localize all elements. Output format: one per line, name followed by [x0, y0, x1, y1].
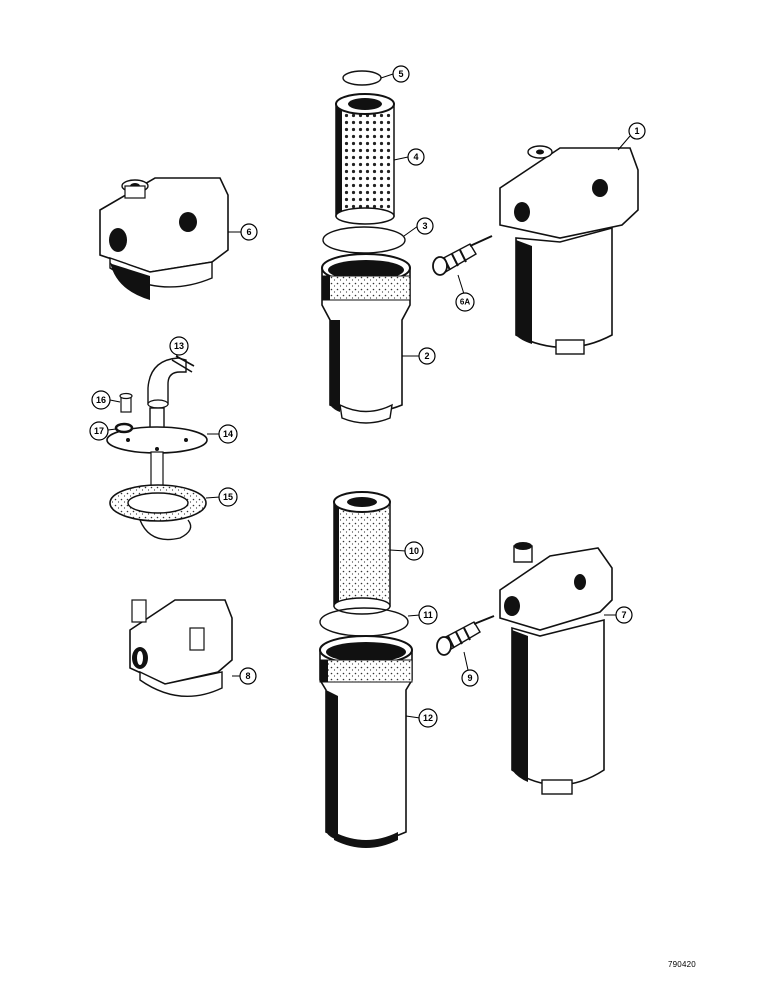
callout-label-15: 15: [223, 492, 233, 502]
callout-11: 11: [418, 605, 438, 625]
filter-head-6: [99, 177, 229, 300]
callout-15: 15: [218, 487, 238, 507]
callout-4: 4: [407, 148, 425, 166]
callout-label-17: 17: [94, 426, 104, 436]
filter-head-8: [129, 599, 233, 698]
filter-bowl-12: [319, 635, 413, 848]
callout-14: 14: [218, 424, 238, 444]
callout-6: 6: [240, 223, 258, 241]
callout-17: 17: [89, 421, 109, 441]
callout-7: 7: [615, 606, 633, 624]
gasket-15: [109, 484, 207, 541]
callout-label-6a: 6A: [460, 298, 470, 307]
callout-13: 13: [169, 336, 189, 356]
callout-label-3: 3: [422, 221, 427, 231]
relief-valve-9: [436, 615, 495, 656]
callout-16: 16: [91, 390, 111, 410]
callout-10: 10: [404, 541, 424, 561]
bolt-16: [119, 392, 133, 413]
lock-washer-17: [114, 422, 134, 434]
filter-element-10: [333, 491, 391, 615]
callout-label-14: 14: [223, 429, 233, 439]
callout-label-11: 11: [423, 610, 433, 620]
callout-12: 12: [418, 708, 438, 728]
filter-bowl-2: [321, 253, 411, 424]
callout-label-5: 5: [398, 69, 403, 79]
callout-label-7: 7: [621, 610, 626, 620]
figure-number: 790420: [668, 960, 696, 969]
callout-label-2: 2: [424, 351, 429, 361]
callout-label-1: 1: [634, 126, 639, 136]
callout-3: 3: [416, 217, 434, 235]
callout-label-8: 8: [245, 671, 250, 681]
elbow-fitting-13: [147, 355, 195, 409]
callout-label-10: 10: [409, 546, 419, 556]
callout-8: 8: [239, 667, 257, 685]
callout-label-6: 6: [246, 227, 251, 237]
relief-valve-6a: [432, 235, 493, 276]
flange-tube-14: [106, 407, 208, 499]
o-ring-3: [322, 226, 406, 254]
callout-label-9: 9: [467, 673, 472, 683]
filter-assembly-1: [499, 145, 639, 355]
o-ring-5: [342, 70, 382, 86]
callout-9: 9: [461, 669, 479, 687]
callout-5: 5: [392, 65, 410, 83]
callout-label-16: 16: [96, 395, 106, 405]
filter-assembly-7: [499, 542, 613, 795]
callout-label-12: 12: [423, 713, 433, 723]
callout-6a: 6A: [455, 292, 475, 312]
filter-element-4: [335, 93, 395, 225]
callout-label-13: 13: [174, 341, 184, 351]
leader-lines: [107, 73, 631, 719]
callout-label-4: 4: [413, 152, 418, 162]
callout-2: 2: [418, 347, 436, 365]
callout-1: 1: [628, 122, 646, 140]
